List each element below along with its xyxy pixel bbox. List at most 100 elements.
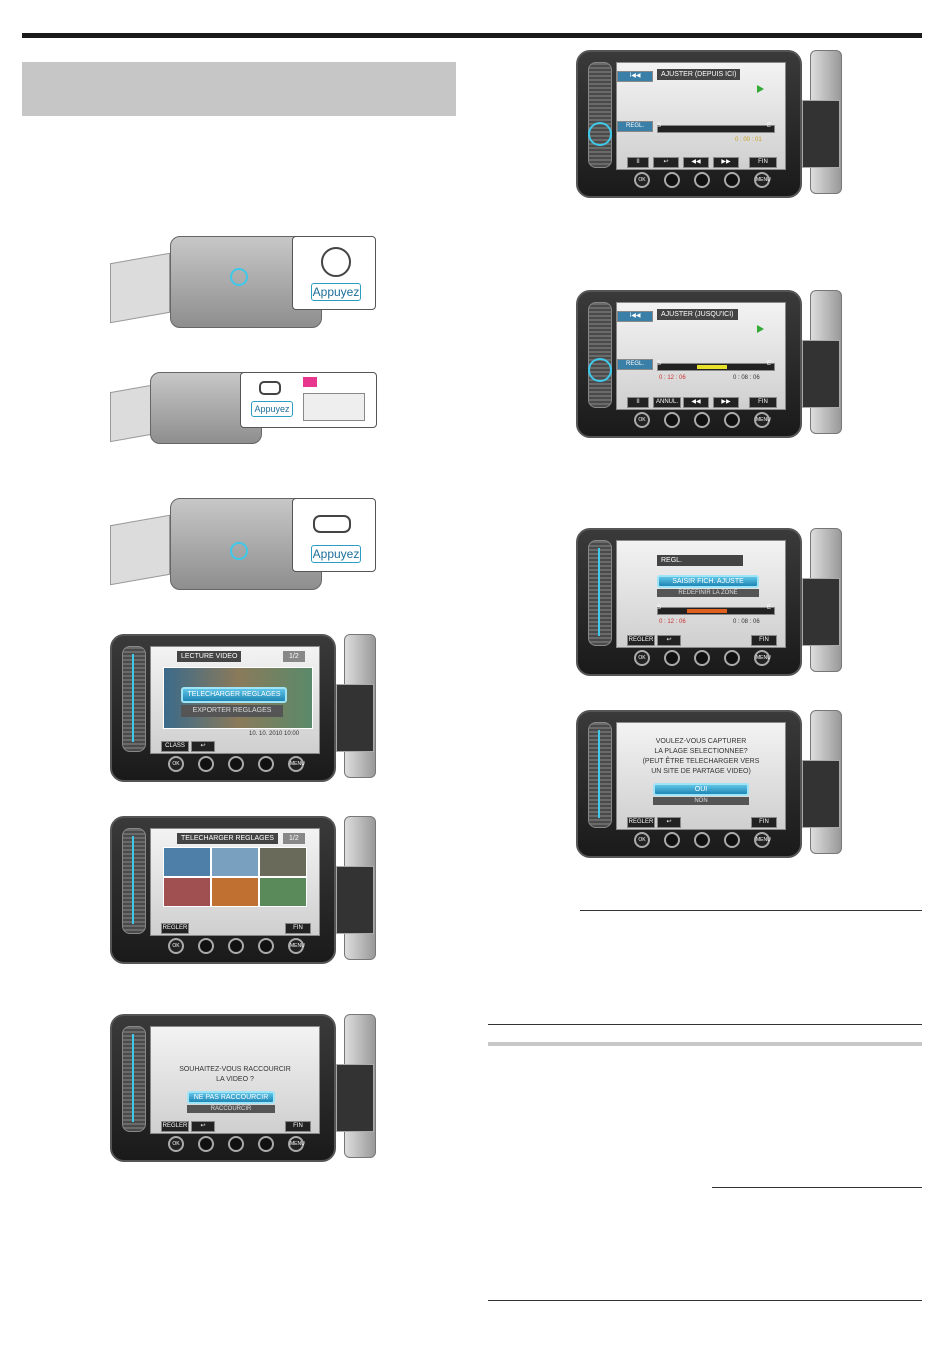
menu-button[interactable]: MENU [288,756,305,772]
control-button[interactable] [198,938,214,954]
menu-item-exporter[interactable]: EXPORTER REGLAGES [181,705,283,717]
back-icon[interactable]: ↩ [653,157,679,168]
control-button[interactable] [258,756,274,772]
menu-button[interactable]: MENU [754,412,771,428]
menu-button[interactable]: MENU [754,172,771,188]
touch-sensor-strip [122,1026,146,1132]
regler-button[interactable]: REGLER [161,1121,189,1132]
rewind-icon[interactable]: ◀◀ [683,397,709,408]
ok-button[interactable]: OK [168,756,184,772]
control-button[interactable] [228,938,244,954]
thumbnail[interactable] [211,877,259,907]
message-line-2: LA PLAGE SELECTIONNEE? [654,748,748,755]
menu-button[interactable]: MENU [288,1136,305,1152]
forward-icon[interactable]: ▶▶ [713,157,739,168]
control-button[interactable] [694,650,710,666]
hinge-bar [802,340,840,408]
regler-button[interactable]: REGLER [627,635,655,646]
ok-button[interactable]: OK [634,172,650,188]
message-line-4: UN SITE DE PARTAGE VIDEO) [651,768,751,775]
hinge-bar [336,866,374,934]
ok-button[interactable]: OK [634,650,650,666]
callout-box: Appuyez [292,498,376,572]
fin-button[interactable]: FIN [749,157,777,168]
screen-title: LECTURE VIDEO [177,651,242,662]
message-line-3: (PEUT ÊTRE TELECHARGER VERS [642,758,760,765]
regler-button[interactable]: REGLER [627,817,655,828]
ok-button[interactable]: OK [168,1136,184,1152]
back-icon[interactable]: ↩ [191,1121,215,1132]
fin-button[interactable]: FIN [751,817,777,828]
menu-button[interactable]: MENU [288,938,305,954]
back-icon[interactable]: ↩ [657,635,681,646]
regl-button[interactable]: REGL. [617,359,653,370]
class-button[interactable]: CLASS [161,741,189,752]
option-redefinir[interactable]: REDEFINIR LA ZONE [657,589,759,597]
fin-button[interactable]: FIN [749,397,777,408]
control-button[interactable] [724,172,740,188]
skip-back-icon[interactable]: I◀◀ [617,71,653,82]
timecode-start: 0 : 12 : 06 [659,619,686,625]
control-button[interactable] [694,412,710,428]
page-indicator: 1/2 [283,833,305,844]
control-button[interactable] [694,832,710,848]
annul-button[interactable]: ANNUL. [653,397,681,408]
callout-box: Appuyez [240,372,377,428]
lcd-screen: LECTURE VIDEO 1/2 TELECHARGER REGLAGES E… [150,646,320,754]
back-icon[interactable]: ↩ [657,817,681,828]
selected-range [687,609,727,613]
lcd-screen: SOUHAITEZ-VOUS RACCOURCIR LA VIDEO ? NE … [150,1026,320,1134]
menu-item-telecharger[interactable]: TELECHARGER REGLAGES [181,687,287,703]
option-oui[interactable]: OUI [653,783,749,796]
thumbnail[interactable] [163,847,211,877]
control-button[interactable] [724,832,740,848]
option-non[interactable]: NON [653,797,749,805]
thumbnail[interactable] [211,847,259,877]
ok-button[interactable]: OK [634,832,650,848]
screen-title: AJUSTER (JUSQU'ICI) [657,309,738,320]
page-indicator: 1/2 [283,651,305,662]
touch-sensor-strip [588,722,612,828]
control-button[interactable] [724,412,740,428]
thumbnail[interactable] [259,877,307,907]
pause-icon[interactable]: II [627,397,649,408]
timeline-bar[interactable] [657,125,775,133]
lcd-device-regl: REGL. SAISIR FICH. AJUSTE REDEFINIR LA Z… [576,528,844,676]
control-button[interactable] [198,756,214,772]
regl-button[interactable]: REGL. [617,121,653,132]
rewind-icon[interactable]: ◀◀ [683,157,709,168]
control-button[interactable] [664,650,680,666]
touch-sensor-strip [588,302,612,408]
fin-button[interactable]: FIN [285,923,311,934]
control-button[interactable] [664,172,680,188]
control-button[interactable] [258,938,274,954]
control-button[interactable] [694,172,710,188]
lcd-screen: I◀◀ AJUSTER (DEPUIS ICI) REGL. S E 0 : 0… [616,62,786,170]
control-button[interactable] [228,1136,244,1152]
skip-back-icon[interactable]: I◀◀ [617,311,653,322]
lcd-screen: TELECHARGER REGLAGES 1/2 REGLER FIN [150,828,320,936]
control-button[interactable] [664,412,680,428]
thumbnail[interactable] [163,877,211,907]
forward-icon[interactable]: ▶▶ [713,397,739,408]
control-button[interactable] [198,1136,214,1152]
menu-button[interactable]: MENU [754,650,771,666]
thumbnail[interactable] [259,847,307,877]
fin-button[interactable]: FIN [285,1121,311,1132]
regler-button[interactable]: REGLER [161,923,189,934]
menu-button[interactable]: MENU [754,832,771,848]
control-button[interactable] [724,650,740,666]
option-saisir[interactable]: SAISIR FICH. AJUSTE [657,575,759,588]
control-button[interactable] [664,832,680,848]
back-icon[interactable]: ↩ [191,741,215,752]
control-button[interactable] [258,1136,274,1152]
fin-button[interactable]: FIN [751,635,777,646]
ok-button[interactable]: OK [168,938,184,954]
control-button[interactable] [228,756,244,772]
date-label: 10. 10. 2010 10:00 [249,731,300,737]
pause-icon[interactable]: II [627,157,649,168]
ok-button[interactable]: OK [634,412,650,428]
touch-sensor-strip [588,62,612,168]
option-raccourcir[interactable]: RACCOURCIR [187,1105,275,1113]
option-ne-pas-raccourcir[interactable]: NE PAS RACCOURCIR [187,1091,275,1104]
